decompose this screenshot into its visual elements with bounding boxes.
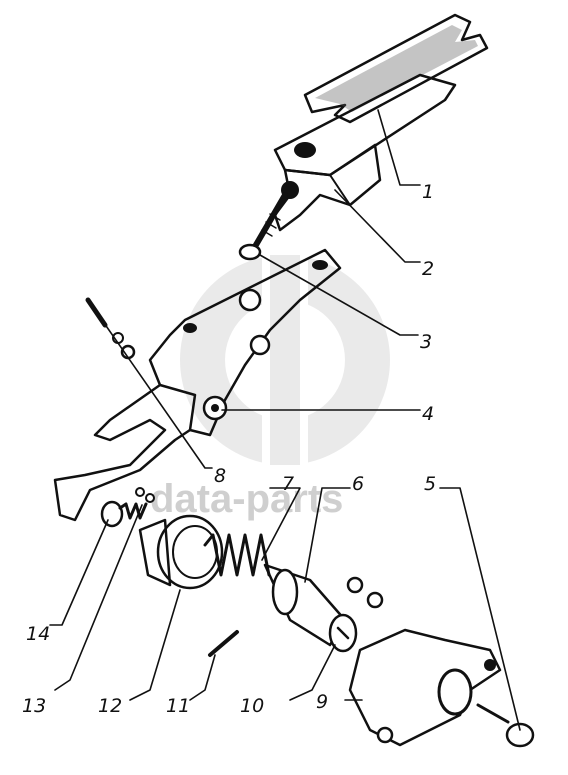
part-12-flange <box>156 514 224 590</box>
callout-13: 13 <box>22 695 46 717</box>
part-10-key-cylinder <box>328 613 358 653</box>
callout-8: 8 <box>214 465 226 487</box>
part-7-spring <box>203 533 271 577</box>
part-14-plug <box>100 487 155 528</box>
callout-4: 4 <box>422 403 434 425</box>
part-11-pin <box>208 630 239 657</box>
part-4-pedal-arm <box>148 248 342 437</box>
callout-12: 12 <box>98 695 122 717</box>
callout-11: 11 <box>166 695 190 717</box>
part-nuts <box>346 576 384 609</box>
watermark-text: data-parts <box>150 477 343 521</box>
callout-2: 2 <box>422 258 434 280</box>
part-1-plate <box>273 13 489 177</box>
callout-7: 7 <box>282 473 294 495</box>
part-9-lock-housing <box>348 628 502 747</box>
callout-labels: 1 2 3 4 5 6 7 8 9 10 11 12 13 14 <box>22 181 436 717</box>
callout-6: 6 <box>352 473 364 495</box>
part-2-bracket <box>273 143 382 232</box>
leader-lines <box>49 109 521 731</box>
part-5-key <box>476 703 535 748</box>
callout-10: 10 <box>240 695 264 717</box>
watermark-logo <box>180 250 390 470</box>
callout-1: 1 <box>422 181 434 203</box>
callout-14: 14 <box>26 623 50 645</box>
callout-3: 3 <box>420 331 432 353</box>
part-13-cylinder-body <box>138 518 172 587</box>
callout-5: 5 <box>424 473 436 495</box>
part-3-bolt <box>238 192 288 261</box>
callout-9: 9 <box>316 691 328 713</box>
